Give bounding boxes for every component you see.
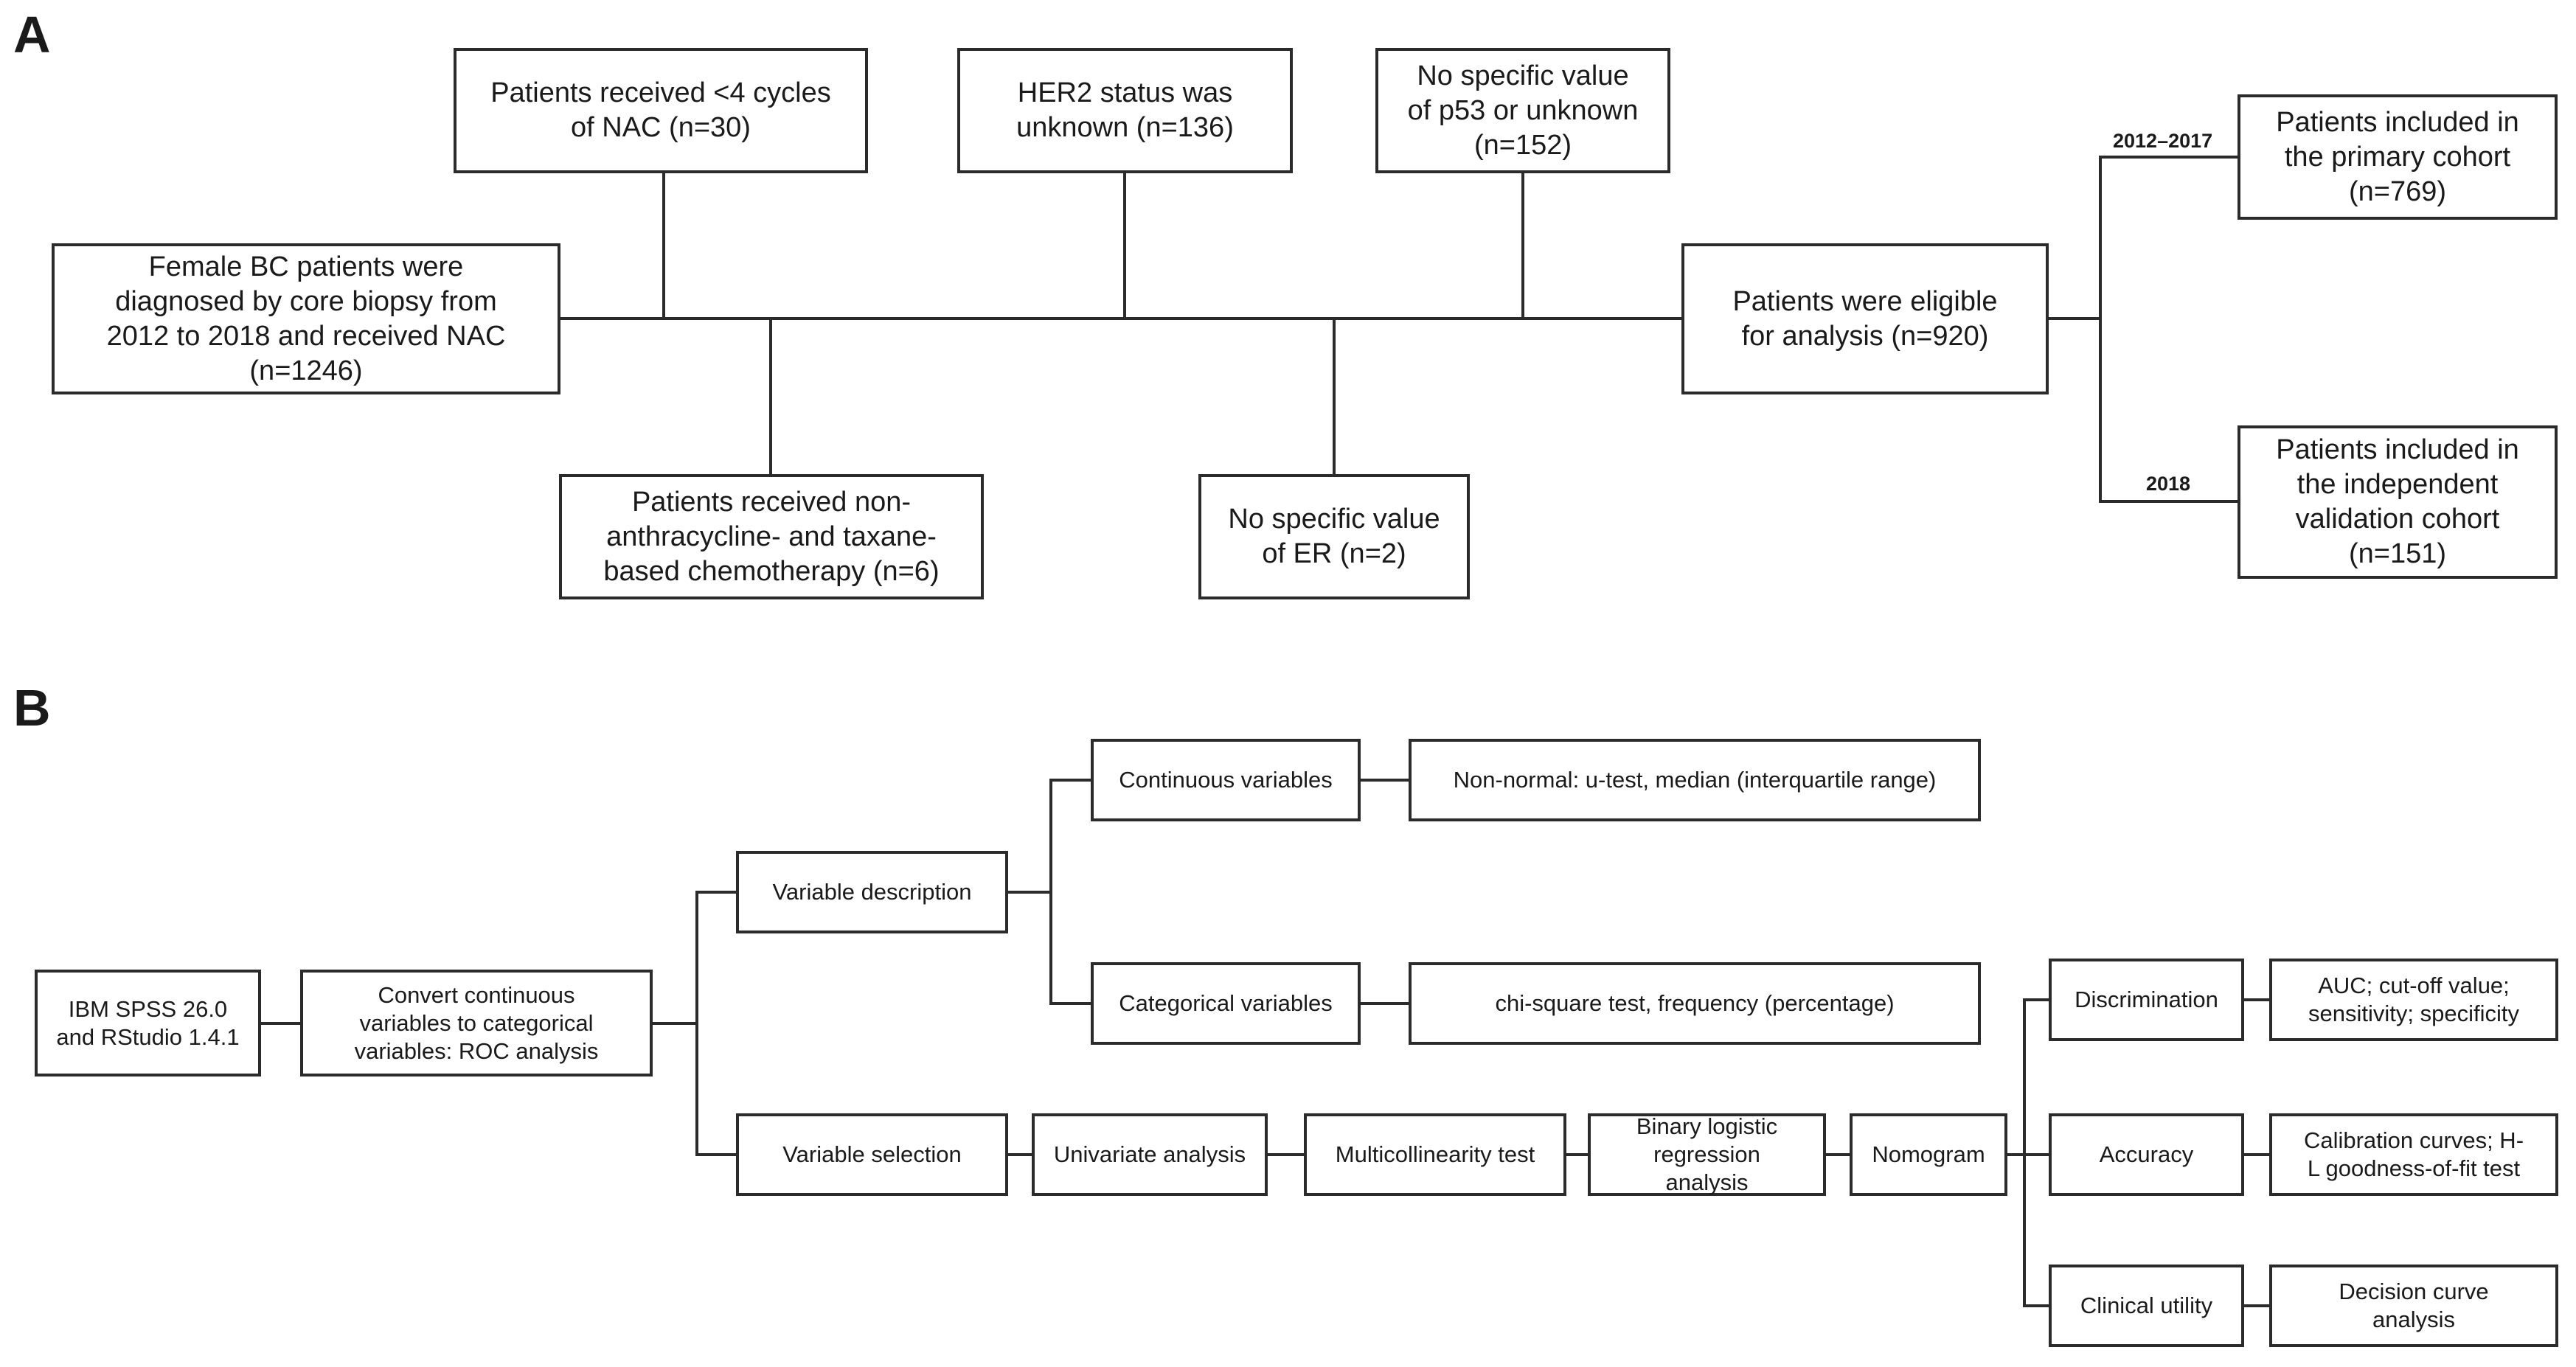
- box-software: IBM SPSS 26.0 and RStudio 1.4.1: [35, 970, 261, 1076]
- box-eligible-patients: Patients were eligible for analysis (n=9…: [1681, 243, 2049, 394]
- branch-label-2018: 2018: [2146, 473, 2191, 495]
- box-multicollinearity-test: Multicollinearity test: [1304, 1113, 1566, 1196]
- box-variable-description: Variable description: [736, 851, 1008, 933]
- box-calibration-curves: Calibration curves; H- L goodness-of-fit…: [2269, 1113, 2558, 1196]
- box-excluded-cycles: Patients received <4 cycles of NAC (n=30…: [454, 48, 868, 173]
- box-excluded-p53: No specific value of p53 or unknown (n=1…: [1375, 48, 1670, 173]
- box-decision-curve-analysis: Decision curve analysis: [2269, 1265, 2558, 1347]
- box-discrimination: Discrimination: [2049, 959, 2244, 1041]
- panel-a-label: A: [13, 6, 51, 63]
- box-accuracy: Accuracy: [2049, 1113, 2244, 1196]
- box-primary-cohort: Patients included in the primary cohort …: [2237, 94, 2558, 220]
- box-initial-cohort: Female BC patients were diagnosed by cor…: [52, 243, 560, 394]
- box-clinical-utility: Clinical utility: [2049, 1265, 2244, 1347]
- box-categorical-variables: Categorical variables: [1091, 962, 1361, 1045]
- box-univariate-analysis: Univariate analysis: [1032, 1113, 1268, 1196]
- box-binary-logistic-regression: Binary logistic regression analysis: [1588, 1113, 1826, 1196]
- box-non-normal-test: Non-normal: u-test, median (interquartil…: [1409, 739, 1981, 821]
- box-excluded-chemotherapy: Patients received non- anthracycline- an…: [559, 474, 984, 599]
- box-validation-cohort: Patients included in the independent val…: [2237, 425, 2558, 579]
- box-nomogram: Nomogram: [1850, 1113, 2007, 1196]
- box-chi-square-test: chi-square test, frequency (percentage): [1409, 962, 1981, 1045]
- box-roc-conversion: Convert continuous variables to categori…: [300, 970, 653, 1076]
- box-excluded-er: No specific value of ER (n=2): [1198, 474, 1470, 599]
- box-variable-selection: Variable selection: [736, 1113, 1008, 1196]
- panel-b-label: B: [13, 679, 51, 737]
- box-continuous-variables: Continuous variables: [1091, 739, 1361, 821]
- box-auc-metrics: AUC; cut-off value; sensitivity; specifi…: [2269, 959, 2558, 1041]
- box-excluded-her2: HER2 status was unknown (n=136): [957, 48, 1293, 173]
- branch-label-2012-2017: 2012–2017: [2113, 130, 2213, 152]
